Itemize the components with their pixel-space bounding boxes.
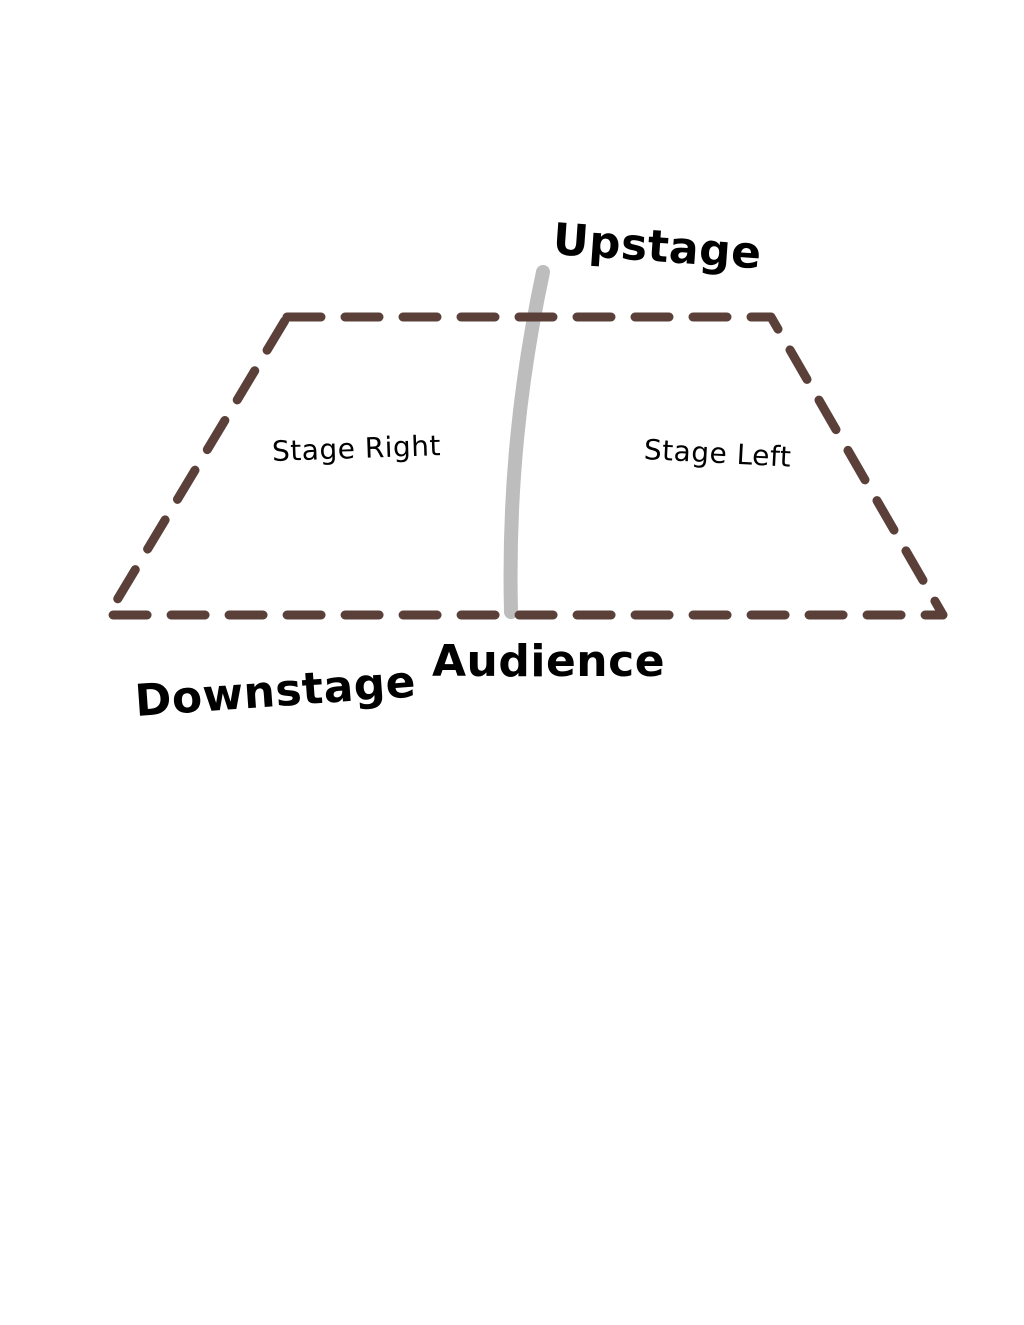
stage-right-label: Stage Right (271, 429, 442, 468)
stage-center-line (503, 265, 550, 619)
audience-label: Audience (432, 636, 666, 687)
stage-outline (103, 312, 948, 620)
stage-left-label: Stage Left (643, 433, 793, 474)
